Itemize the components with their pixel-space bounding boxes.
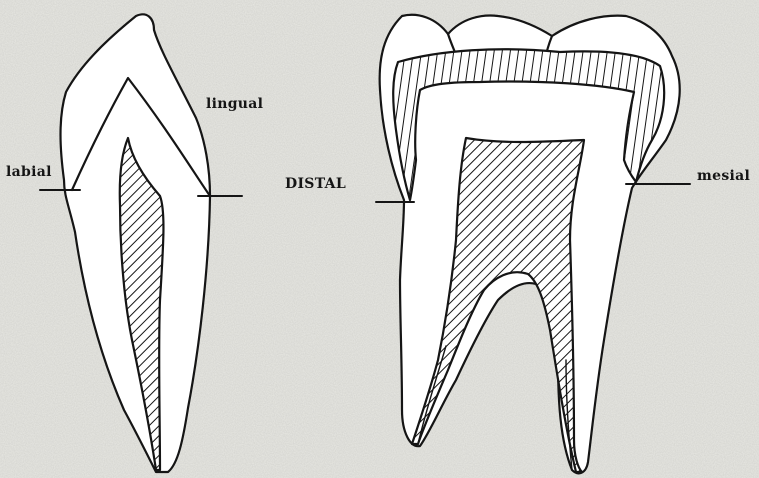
mesial-label: mesial [697, 168, 750, 184]
lingual-label: lingual [206, 96, 263, 112]
distal-label: DISTAL [285, 176, 346, 192]
labial-label: labial [6, 164, 52, 180]
